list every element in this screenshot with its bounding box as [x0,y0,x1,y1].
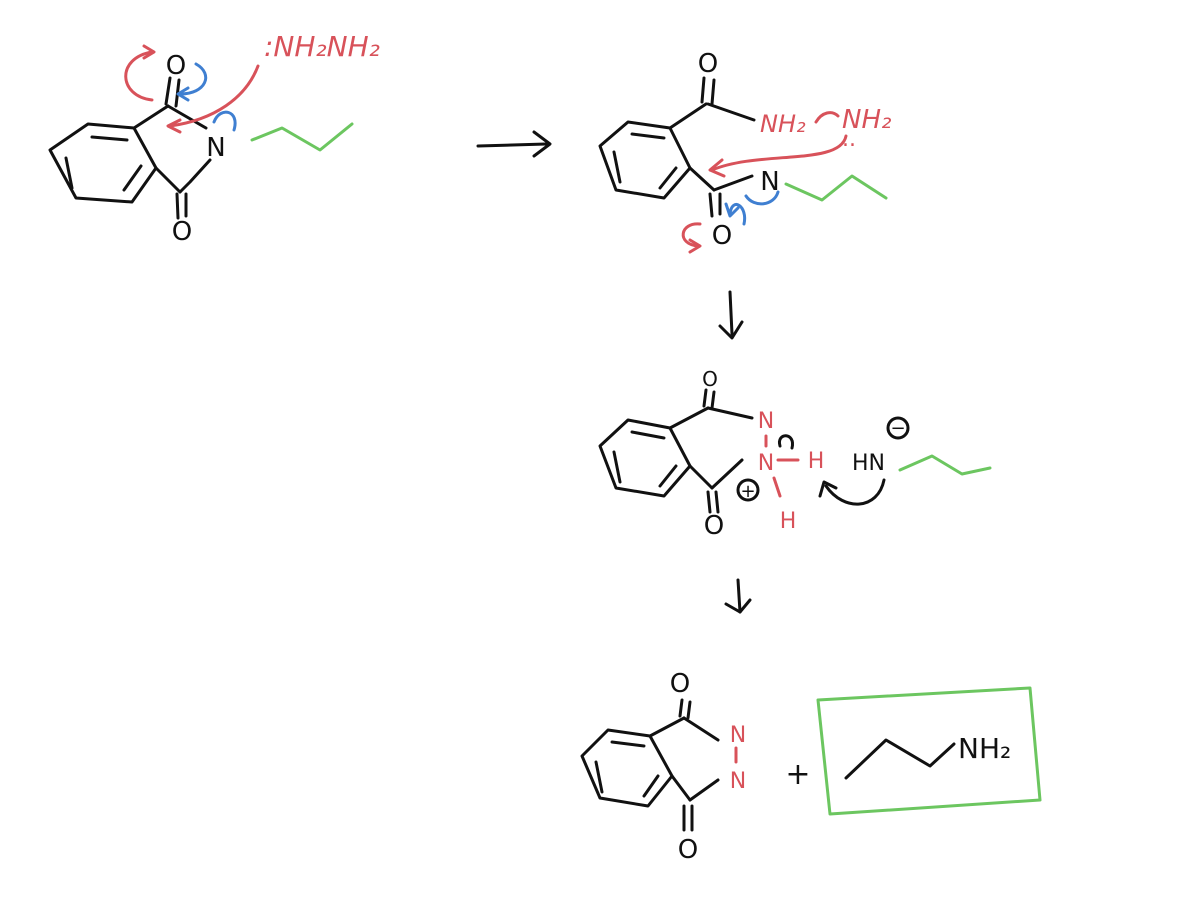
bond-bottom-carbonyl-to-n-3 [710,458,744,490]
carbonyl-double-bond-bottom-4 [682,804,694,832]
negative-charge: − [886,416,910,440]
bond-carbonyl-to-n-3 [706,406,754,420]
benzene-inner-bond-2a [630,132,666,140]
plus-sign: + [785,757,810,792]
benzene-ring-2 [598,120,692,200]
black-arrow-deprotonation [824,478,886,506]
step2-intermediate: O NH₂ NH₂ .. N O [598,49,891,254]
benzene-inner-bond-4b [594,760,604,794]
propyl-chain-2 [784,174,888,202]
oxygen-label-bottom: O [172,217,192,247]
benzene-inner-bond-1c [122,164,143,192]
nitrogen-label: N [206,133,225,163]
bond-ring-to-bottom-carbonyl-4 [670,774,692,802]
h-label-right: H [808,449,825,474]
nitrogen-label-2: N [760,167,779,197]
bond-bottom-carbonyl-to-n-2 [712,174,754,192]
step1-phthalimide: O N O :NH₂NH₂ [48,30,380,247]
benzene-inner-bond-2b [612,150,622,184]
nh2-label-amide: NH₂ [760,110,806,138]
carbonyl-double-bond-top-3 [702,388,716,410]
bond-ring-to-top-carbonyl-3 [668,406,710,430]
propylamine-chain [844,738,956,780]
black-arrow-head-3 [818,480,838,498]
red-arrow-head-1 [142,44,156,60]
blue-arrow-cn-cleave [744,190,780,206]
bond-top-carbonyl-to-n-4 [682,716,720,742]
svg-text:+: + [740,481,755,502]
benzene-inner-bond-3b [612,450,622,484]
step4-products: O O N N + NH₂ [580,669,1042,865]
nitrogen-label-lower-3: N [758,451,774,476]
red-arrow-oxyanion [681,222,702,248]
blue-arrow-carbonyl [178,62,208,96]
down-arrow-2 [724,578,752,614]
amide-anion-label: HN [852,451,885,476]
red-arrow-nh-bond [778,434,794,450]
red-arrow-head-3 [708,158,726,178]
oxygen-label-bottom-2: O [712,221,732,251]
propyl-chain-3 [898,454,992,476]
down-arrow-1 [718,290,744,340]
red-arrow-hydrazine-attack [168,64,260,128]
oxygen-label-top-2: O [698,49,718,79]
oxygen-label-bottom-3: O [704,511,724,541]
benzene-ring-4 [580,728,674,808]
oxygen-label-top: O [166,51,186,81]
benzene-inner-bond-2c [658,166,678,190]
product-highlight-box [816,686,1042,816]
nitrogen-label-lower-4: N [730,769,746,794]
red-arrow-intramolecular-attack [710,134,848,172]
propyl-chain-1 [250,122,354,152]
oxygen-label-top-4: O [670,669,690,699]
bond-ring-to-top-carbonyl-4 [648,716,686,738]
blue-arrow-head-5 [724,202,740,218]
carbonyl-double-bond-top-2 [700,76,716,106]
bond-top-carbonyl-to-n [166,104,208,130]
oxygen-label-bottom-4: O [678,835,698,865]
hydrazine-reagent: :NH₂NH₂ [264,30,380,63]
propylamine-nh2-label: NH₂ [958,732,1011,765]
nitrogen-label-upper-4: N [730,723,746,748]
blue-arrow-n [212,110,237,132]
carbonyl-double-bond-top [164,76,181,108]
benzene-inner-bond-3c [658,464,678,488]
carbonyl-double-bond-top-4 [678,698,692,720]
svg-text:−: − [890,418,905,439]
bond-carbonyl-to-nh2 [706,102,756,122]
bond-ring-to-top-carbonyl [132,104,170,130]
bond-bottom-carbonyl-to-n-4 [688,778,720,802]
carbonyl-double-bond-bottom [175,192,188,220]
red-arrow-o-lone-pair [124,50,154,102]
positive-charge: + [736,478,760,502]
benzene-inner-bond-3a [630,430,666,440]
blue-arrow-head-1 [176,86,190,102]
red-arrow-head-2 [166,118,182,134]
bond-ring-to-bottom-carbonyl-3 [688,464,714,490]
n-n-bond-2 [814,111,840,124]
oxygen-label-top-3: O [702,367,718,391]
red-arrow-head-4 [688,238,702,254]
benzene-inner-bond-4c [642,774,660,798]
bond-ring-to-top-carbonyl-2 [668,102,708,130]
step3-proton-transfer: O O N N H H + HN − [598,367,992,541]
nitrogen-label-upper-3: N [758,409,774,434]
nh2-label-terminal: NH₂ [842,105,891,135]
n-h-bond-lower [772,476,782,498]
carbonyl-double-bond-bottom-2 [708,192,722,218]
bond-n-to-bottom-carbonyl [178,158,212,194]
lone-pair-dots: .. [842,127,856,152]
benzene-inner-bond-1a [90,135,129,142]
benzene-inner-bond-4a [610,740,646,748]
carbonyl-double-bond-bottom-3 [706,490,720,514]
h-label-lower: H [780,509,797,534]
blue-arrow-co-reform [728,203,747,226]
bond-ring-to-bottom-carbonyl [154,166,182,194]
benzene-inner-bond-1b [64,156,74,190]
reaction-arrow [476,130,552,158]
benzene-ring-3 [598,418,692,498]
bond-ring-to-bottom-carbonyl-2 [688,166,716,192]
